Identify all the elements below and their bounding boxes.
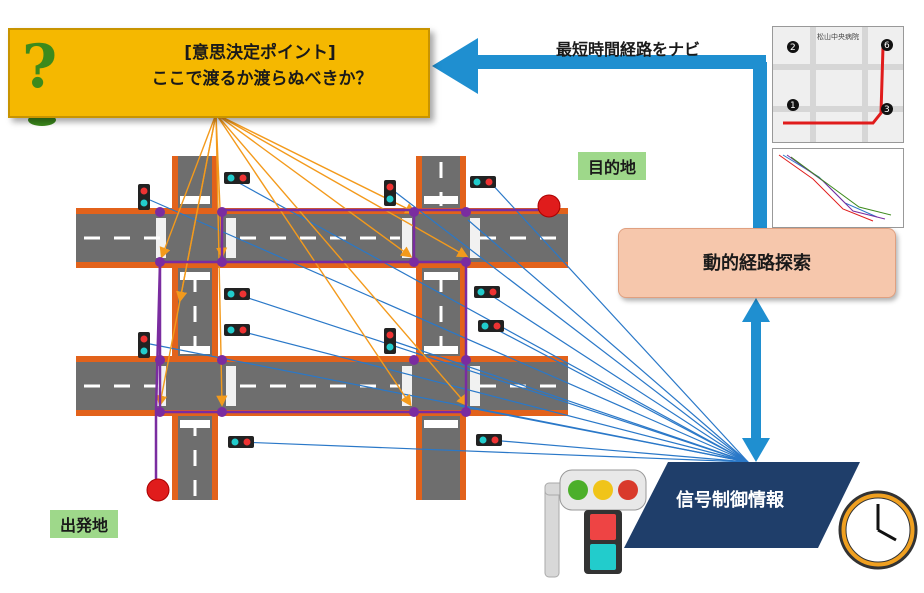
- origin-pin-icon: [146, 478, 170, 502]
- map-marker: 1: [790, 101, 796, 111]
- map-marker: 6: [884, 41, 890, 51]
- destination-label: 目的地: [578, 152, 647, 180]
- traffic-light-icon: [544, 469, 647, 578]
- pedestrian-signal-icon: [224, 288, 250, 300]
- map-graphic: 1 2 3 6 松山中央病院: [773, 27, 903, 142]
- pedestrian-signal-icon: [138, 184, 150, 210]
- flow-arrows: [432, 38, 770, 462]
- pedestrian-signal-icon: [224, 172, 250, 184]
- signal-info-box: [624, 462, 860, 548]
- pedestrian-signal-icon: [228, 436, 254, 448]
- navi-label: 最短時間経路をナビ: [556, 40, 701, 59]
- pedestrian-signal-icon: [476, 434, 502, 446]
- clock-icon: [838, 490, 918, 570]
- signal-info-label: 信号制御情報: [676, 490, 784, 511]
- route-graph-thumbnail: [772, 148, 904, 228]
- pedestrian-signal-icon: [224, 324, 250, 336]
- pedestrian-signal-icons: [138, 172, 504, 448]
- map-marker: 3: [884, 105, 890, 115]
- route-nodes: [155, 207, 471, 417]
- dynamic-route-label: 動的経路探索: [703, 253, 811, 274]
- pedestrian-signal-icon: [138, 332, 150, 358]
- map-thumbnail: 1 2 3 6 松山中央病院: [772, 26, 904, 143]
- pedestrian-signal-icon: [474, 286, 500, 298]
- pedestrian-signal-icon: [470, 176, 496, 188]
- dynamic-route-search-box: 動的経路探索: [618, 228, 896, 298]
- route-graph: [778, 154, 892, 222]
- pedestrian-signal-icon: [478, 320, 504, 332]
- question-mark-icon: ?: [22, 32, 58, 102]
- origin-label: 出発地: [50, 510, 119, 538]
- decision-point-box: ? [意思決定ポイント] ここで渡るか渡らぬべきか？: [8, 28, 430, 118]
- pedestrian-signal-icon: [384, 180, 396, 206]
- decision-question: ここで渡るか渡らぬべきか？: [151, 69, 373, 89]
- pedestrian-signal-icon: [384, 328, 396, 354]
- decision-title: [意思決定ポイント]: [184, 43, 336, 63]
- destination-pin-icon: [537, 194, 561, 218]
- map-marker: 2: [790, 43, 796, 53]
- map-landmark: 松山中央病院: [817, 32, 859, 41]
